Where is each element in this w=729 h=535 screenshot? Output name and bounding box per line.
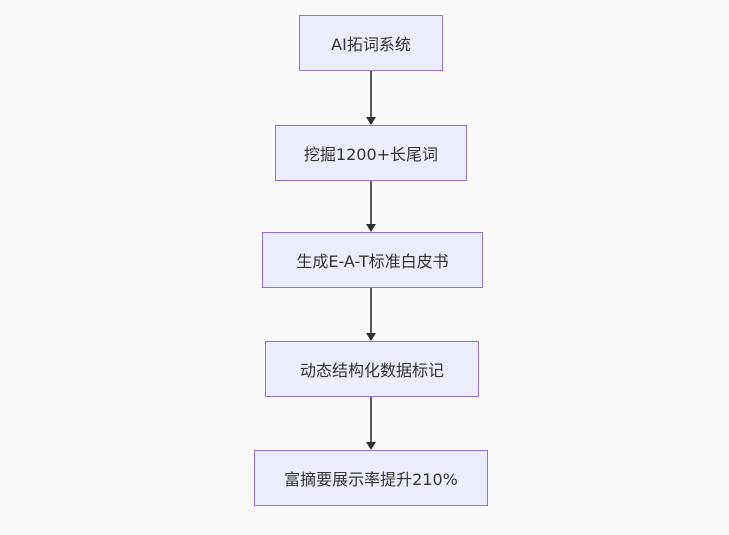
edge-arrow	[366, 71, 376, 125]
arrowhead-down-icon	[366, 442, 376, 450]
arrow-line	[370, 397, 372, 442]
flow-node-end: 富摘要展示率提升210%	[254, 450, 488, 506]
edge-arrow	[366, 288, 376, 341]
arrow-line	[370, 181, 372, 224]
edge-arrow	[366, 181, 376, 232]
flow-node-label: 动态结构化数据标记	[299, 361, 444, 380]
flow-node-start: AI拓词系统	[299, 15, 443, 71]
flow-node-label: AI拓词系统	[331, 35, 411, 54]
arrowhead-down-icon	[366, 333, 376, 341]
flow-node-label: 富摘要展示率提升210%	[284, 470, 458, 489]
arrowhead-down-icon	[366, 117, 376, 125]
flow-node-label: 生成E-A-T标准白皮书	[296, 252, 449, 271]
flow-node-label: 挖掘1200+长尾词	[303, 145, 439, 164]
flow-node-step1: 挖掘1200+长尾词	[275, 125, 467, 181]
edge-arrow	[366, 397, 376, 450]
flow-node-step3: 动态结构化数据标记	[265, 341, 479, 397]
flow-node-step2: 生成E-A-T标准白皮书	[262, 232, 483, 288]
arrow-line	[370, 71, 372, 117]
arrow-line	[370, 288, 372, 333]
arrowhead-down-icon	[366, 224, 376, 232]
